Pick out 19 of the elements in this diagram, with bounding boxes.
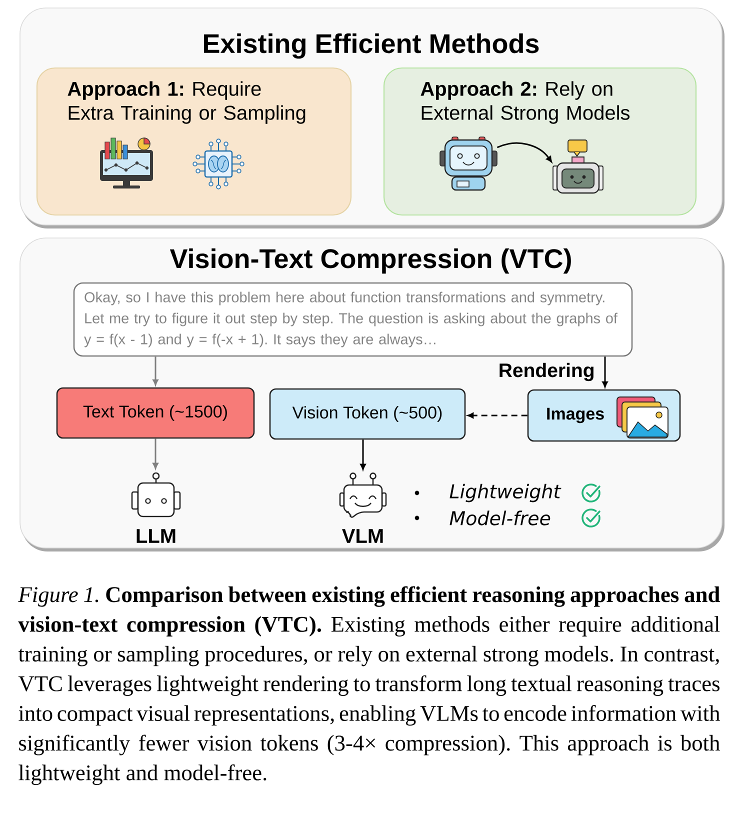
feature-label: Model-free <box>450 510 550 526</box>
arrow <box>602 356 608 388</box>
arrow <box>152 356 158 386</box>
robot-icon <box>440 136 498 191</box>
token-box: Vision Token (~500) <box>269 388 466 440</box>
caption: Figure 1. Comparison between existing efficient reasoning approaches and vision-text compression (VTC). Existing methods either require additional training or sampling procedures, or rely on external strong models. In contrast, VTC leverages lightweight rendering to transform long textual reasoning traces into compact visual representations, enabling VLMs to encode information with significantly fewer vision tokens (3-4× compression). This approach is both lightweight and model-free. <box>18 586 720 785</box>
edge-label: Rendering <box>500 362 594 382</box>
arrow <box>360 440 366 470</box>
approach-box: Approach 1: Require Extra Training or Sampling <box>36 67 352 216</box>
token-box: Text Token (~1500) <box>56 387 255 439</box>
approach-box: Approach 2: Rely on External Strong Models <box>383 67 697 216</box>
curved-arrow <box>496 142 552 162</box>
reasoning-text-box: Okay, so I have this problem here about function transformations and symmetry. Let me try to figure it out step by step. The question is asking about the graphs of y = f(x - 1) and y = f(-x + 1). It says they are always… <box>73 282 633 357</box>
model-label: LLM <box>136 529 176 543</box>
robot-icon <box>552 140 604 194</box>
model-label: VLM <box>342 529 383 543</box>
dashed-arrow <box>468 412 528 418</box>
feature-label: Lightweight <box>450 484 562 502</box>
arrow <box>152 438 158 469</box>
